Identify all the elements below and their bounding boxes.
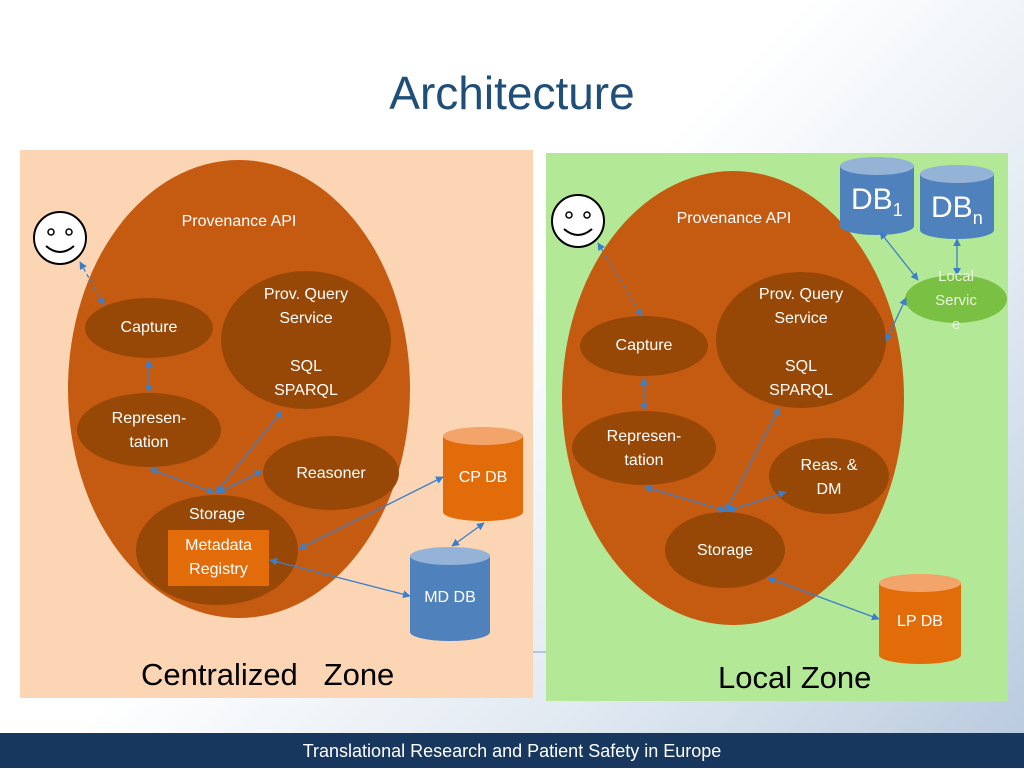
central-representation-node [77, 393, 221, 467]
central-representation-label: Represen- tation [111, 410, 187, 451]
central-user-capture-arrow [79, 261, 105, 306]
central-repr-storage-arrow [149, 467, 215, 495]
db1-cylinder-icon [840, 157, 914, 235]
local-reasoning-dm-label: Reas. & DM [800, 457, 858, 498]
cp-db-cylinder-icon [443, 427, 523, 521]
local-representation-label: Represen- tation [606, 428, 682, 469]
footer-banner: Translational Research and Patient Safet… [0, 733, 1024, 768]
metadata-registry-label: Metadata Registry [185, 537, 252, 578]
local-repr-storage-arrow [644, 485, 727, 513]
local-capture-label: Capture [615, 337, 673, 354]
md-db-label: MD DB [424, 589, 476, 606]
local-db1-service-arrow [879, 231, 919, 281]
central-storage-query-arrow [215, 410, 283, 494]
local-user-capture-arrow [597, 242, 643, 317]
local-provenance-api-label: Provenance API [676, 210, 792, 227]
central-mddb-cpdb-arrow [451, 522, 485, 547]
local-service-node [905, 275, 1007, 323]
lp-db-cylinder-icon [879, 574, 961, 664]
metadata-registry-box [168, 530, 269, 586]
dbn-cylinder-icon [920, 165, 994, 239]
user-smiley-icon [551, 194, 605, 248]
md-db-cylinder-icon [410, 547, 490, 641]
centralized-zone-label: Centralized Zone [141, 657, 395, 692]
local-zone-label: Local Zone [718, 660, 872, 695]
lp-db-label: LP DB [897, 613, 943, 630]
local-storage-query-arrow [725, 407, 780, 512]
user-smiley-icon [33, 211, 87, 265]
central-prov-query-node [221, 271, 391, 409]
central-registry-mddb-arrow [269, 557, 411, 599]
central-reasoner-label: Reasoner [296, 465, 366, 482]
cp-db-label: CP DB [458, 469, 508, 486]
local-service-label: Local Servic e [935, 268, 977, 333]
central-registry-cpdb-arrow [298, 476, 444, 550]
local-storage-label: Storage [696, 542, 754, 559]
db1-label: DB1 [851, 183, 903, 220]
dbn-label: DBn [931, 191, 983, 228]
local-query-service-arrow [885, 297, 907, 342]
central-provenance-api-label: Provenance API [181, 213, 297, 230]
central-storage-label: Storage [188, 506, 246, 523]
local-prov-query-node [716, 272, 886, 408]
central-capture-label: Capture [120, 319, 178, 336]
local-storage-node [665, 512, 785, 588]
local-prov-query-label: Prov. Query Service SQL SPARQL [758, 286, 844, 399]
local-reasoning-dm-node [769, 438, 889, 514]
central-capture-node [85, 298, 213, 358]
local-capture-node [580, 316, 708, 376]
central-prov-query-label: Prov. Query Service SQL SPARQL [263, 286, 349, 399]
slide-title: Architecture [389, 67, 635, 119]
local-storage-lpdb-arrow [767, 576, 880, 621]
local-representation-node [572, 411, 716, 485]
